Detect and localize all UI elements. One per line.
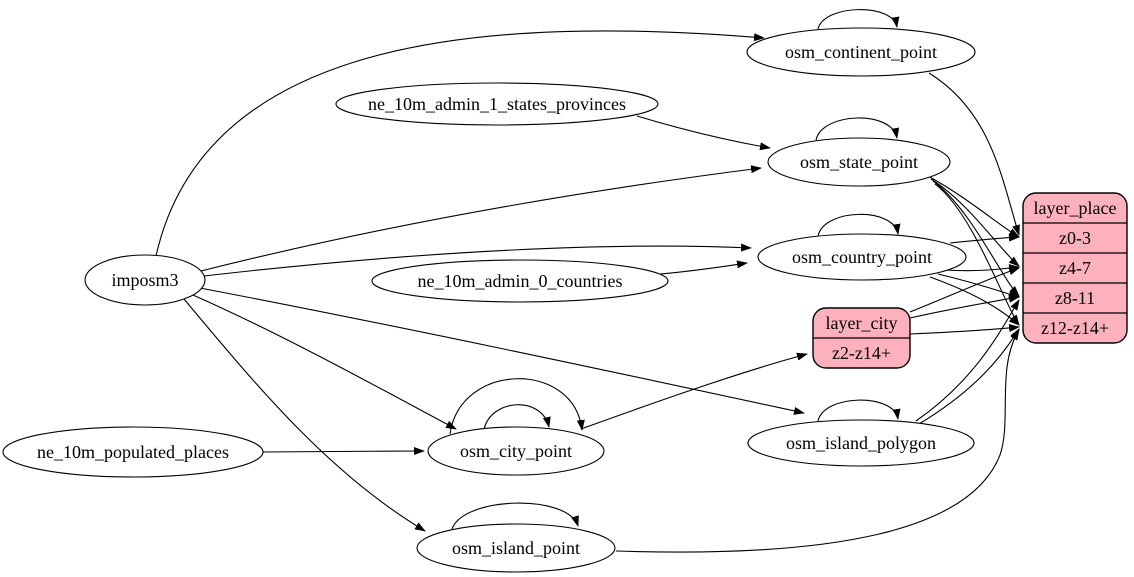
node-ne_10m_admin_0_countries: ne_10m_admin_0_countries	[371, 259, 669, 303]
edge-osm_island_point-osm_island_point	[451, 502, 579, 530]
edge-osm_island_polygon-layer_place.z8-11	[915, 299, 1020, 422]
node-label-osm_continent_point: osm_continent_point	[785, 42, 937, 62]
edge-osm_country_point-layer_place.z12-z14+	[929, 276, 1020, 326]
edge-osm_country_point-layer_place.z0-3	[949, 233, 1020, 244]
record-layer_place: layer_place z0-3 z4-7 z8-11 z12-z14+	[1022, 192, 1128, 344]
edge-imposm3-osm_island_point	[183, 298, 426, 532]
node-ne_10m_populated_places: ne_10m_populated_places	[2, 426, 264, 478]
record-box-layer_place	[1022, 192, 1128, 344]
edge-osm_state_point-layer_place.z4-7	[930, 178, 1020, 267]
node-osm_island_point: osm_island_point	[416, 523, 616, 573]
edge-osm_state_point-layer_place.z12-z14+	[934, 183, 1020, 326]
node-label-imposm3: imposm3	[111, 270, 178, 290]
node-ne_10m_admin_1_states_provinces: ne_10m_admin_1_states_provinces	[335, 82, 659, 126]
node-osm_continent_point: osm_continent_point	[746, 27, 976, 77]
node-label-osm_island_point: osm_island_point	[452, 538, 580, 558]
edge-osm_continent_point-osm_continent_point	[817, 9, 900, 30]
record-row-z8-11: z8-11	[1055, 288, 1095, 308]
node-shape-osm_continent_point	[746, 27, 976, 77]
node-label-osm_state_point: osm_state_point	[800, 152, 918, 172]
edge-layer_city-layer_place.z4-7	[909, 267, 1020, 313]
node-shape-imposm3	[84, 254, 206, 306]
edge-osm_island_polygon-osm_island_polygon	[817, 399, 901, 422]
node-imposm3: imposm3	[84, 254, 206, 306]
record-layer_city: layer_city z2-z14+	[812, 307, 911, 369]
edge-osm_state_point-layer_place.z0-3	[927, 175, 1020, 238]
node-shape-osm_island_point	[416, 523, 616, 573]
edge-osm_country_point-osm_country_point	[817, 213, 901, 237]
edge-imposm3-osm_island_polygon	[199, 287, 805, 415]
edge-layer_city-layer_place.z12-z14+	[909, 324, 1020, 335]
edge-osm_island_polygon-layer_place.z12-z14+	[918, 328, 1020, 425]
edge-osm_city_point-layer_city.z2-z14+	[580, 352, 808, 430]
node-shape-ne_10m_populated_places	[2, 426, 264, 478]
node-shape-ne_10m_admin_1_states_provinces	[335, 82, 659, 126]
edge-ne_10m_admin_0_countries-osm_country_point	[659, 260, 748, 275]
edge-osm_state_point-osm_state_point	[815, 117, 900, 141]
node-shape-osm_city_point	[427, 426, 605, 476]
record-row-z12-z14+: z12-z14+	[1041, 318, 1109, 338]
record-row-z2-z14+: z2-z14+	[832, 343, 891, 363]
edge-ne_10m_populated_places-osm_city_point	[261, 447, 425, 456]
record-row-z0-3: z0-3	[1059, 228, 1091, 248]
node-label-ne_10m_admin_0_countries: ne_10m_admin_0_countries	[418, 271, 623, 291]
edge-imposm3-osm_city_point	[192, 294, 457, 430]
edge-osm_island_point-layer_place.z12-z14+	[615, 329, 1020, 553]
node-shape-osm_state_point	[767, 137, 951, 187]
record-row-z4-7: z4-7	[1059, 258, 1091, 278]
edge-osm_state_point-layer_place.z8-11	[932, 180, 1020, 297]
node-label-osm_country_point: osm_country_point	[792, 247, 932, 267]
edge-imposm3-osm_continent_point	[155, 30, 765, 257]
edge-ne_10m_admin_1_states_provinces-osm_state_point	[636, 115, 771, 151]
node-osm_country_point: osm_country_point	[757, 233, 967, 281]
record-title-layer_city: layer_city	[826, 313, 898, 333]
node-shape-ne_10m_admin_0_countries	[371, 259, 669, 303]
node-label-osm_island_polygon: osm_island_polygon	[786, 433, 936, 453]
node-shape-osm_country_point	[757, 233, 967, 281]
node-osm_island_polygon: osm_island_polygon	[747, 419, 975, 467]
record-title-layer_place: layer_place	[1034, 198, 1117, 218]
edge-imposm3-osm_state_point	[200, 165, 762, 272]
node-label-ne_10m_admin_1_states_provinces: ne_10m_admin_1_states_provinces	[368, 94, 626, 114]
node-label-ne_10m_populated_places: ne_10m_populated_places	[37, 442, 229, 462]
edge-imposm3-osm_country_point	[203, 243, 752, 277]
edge-osm_city_point-osm_city_point	[449, 378, 585, 435]
node-osm_city_point: osm_city_point	[427, 426, 605, 476]
edge-osm_city_point-osm_city_point	[483, 404, 551, 430]
edge-osm_country_point-layer_place.z8-11	[937, 273, 1020, 299]
edge-osm_continent_point-layer_place.z0-3	[928, 72, 1020, 236]
edge-layer_city-layer_place.z8-11	[909, 294, 1020, 319]
node-osm_state_point: osm_state_point	[767, 137, 951, 187]
node-label-osm_city_point: osm_city_point	[460, 441, 572, 461]
node-shape-osm_island_polygon	[747, 419, 975, 467]
edge-osm_country_point-layer_place.z4-7	[944, 264, 1020, 273]
